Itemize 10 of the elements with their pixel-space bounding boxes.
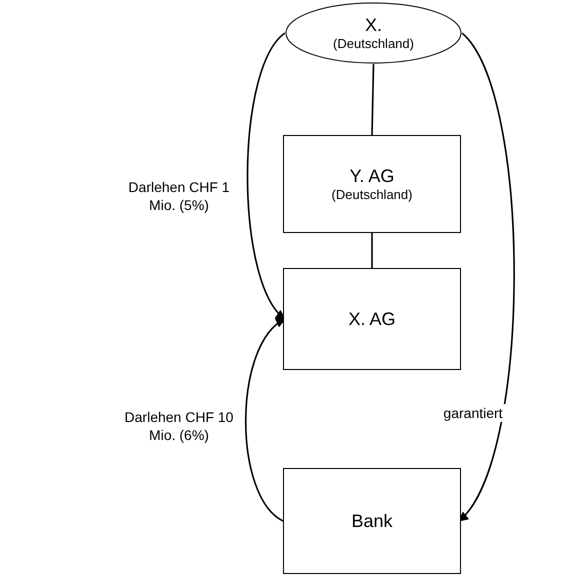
process-box bbox=[283, 135, 461, 233]
node-subtitle: (Deutschland) bbox=[332, 186, 412, 202]
process-box bbox=[283, 268, 461, 370]
node-subtitle: (Deutschland) bbox=[333, 36, 414, 52]
node-title: Bank bbox=[351, 510, 393, 532]
node-title: X. AG bbox=[348, 308, 396, 330]
node-title: Y. AG bbox=[350, 166, 394, 187]
node-title: X. bbox=[364, 14, 382, 36]
connector-arrow bbox=[246, 32, 286, 320]
process-box bbox=[283, 468, 461, 574]
